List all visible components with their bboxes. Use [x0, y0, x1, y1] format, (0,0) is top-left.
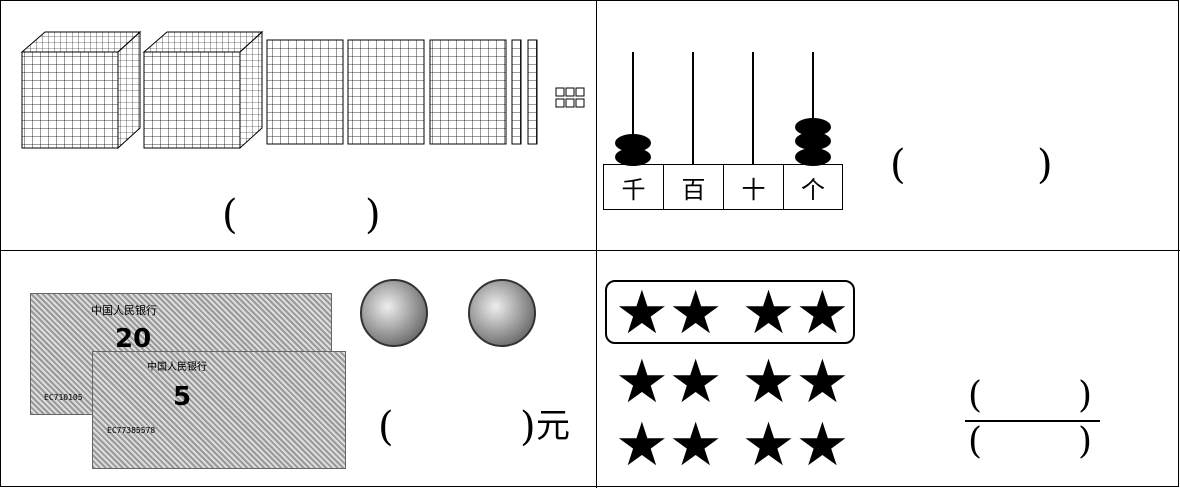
q2-cell: 千 百 十 个 ( )	[597, 0, 1180, 250]
thousand-cube	[144, 32, 262, 148]
banknote-5: 中国人民银行 5 EC77385578	[92, 351, 346, 469]
fraction-denominator-open: (	[968, 424, 982, 460]
fraction-denominator-close: )	[1078, 424, 1092, 460]
thousand-cube	[22, 32, 140, 148]
hundred-flat	[348, 40, 424, 144]
place-label-tens: 十	[723, 164, 784, 210]
ten-rod	[512, 40, 521, 144]
q2-answer-close: )	[1037, 145, 1053, 185]
coin	[468, 279, 536, 347]
q3-cell: 中国人民银行 20 中国人民银行 5 EC77385578 EC710105 (…	[0, 251, 596, 488]
place-label-ones: 个	[783, 164, 843, 210]
q1-answer-open: (	[222, 195, 238, 235]
unit-cubes	[556, 88, 584, 107]
coin	[360, 279, 428, 347]
base-ten-blocks	[0, 0, 596, 160]
q1-cell: ( )	[0, 0, 596, 250]
q3-answer-close: )	[520, 407, 536, 447]
ten-rod	[528, 40, 537, 144]
hundred-flat	[430, 40, 506, 144]
star-row: ★★ ★★	[615, 352, 849, 412]
hundred-flat	[267, 40, 343, 144]
star-row: ★★ ★★	[615, 415, 849, 475]
note-bank-name: 中国人民银行	[147, 358, 207, 373]
note-serial-1: EC710105	[44, 393, 83, 402]
fraction-numerator-open: (	[968, 378, 982, 414]
note-5-value: 5	[173, 382, 191, 412]
place-label-hundreds: 百	[663, 164, 724, 210]
note-serial-2: EC77385578	[107, 426, 155, 435]
place-label-thousands: 千	[603, 164, 664, 210]
abacus-rod	[752, 52, 754, 164]
q3-answer-open: (	[378, 407, 394, 447]
q2-answer-open: (	[890, 145, 906, 185]
abacus-rod	[692, 52, 694, 164]
fraction-numerator-close: )	[1078, 378, 1092, 414]
note-20-value: 20	[115, 324, 151, 354]
q3-answer-unit: 元	[536, 409, 570, 443]
star-row: ★★ ★★	[615, 283, 849, 343]
note-bank-name: 中国人民银行	[91, 302, 157, 318]
q1-answer-close: )	[365, 195, 381, 235]
